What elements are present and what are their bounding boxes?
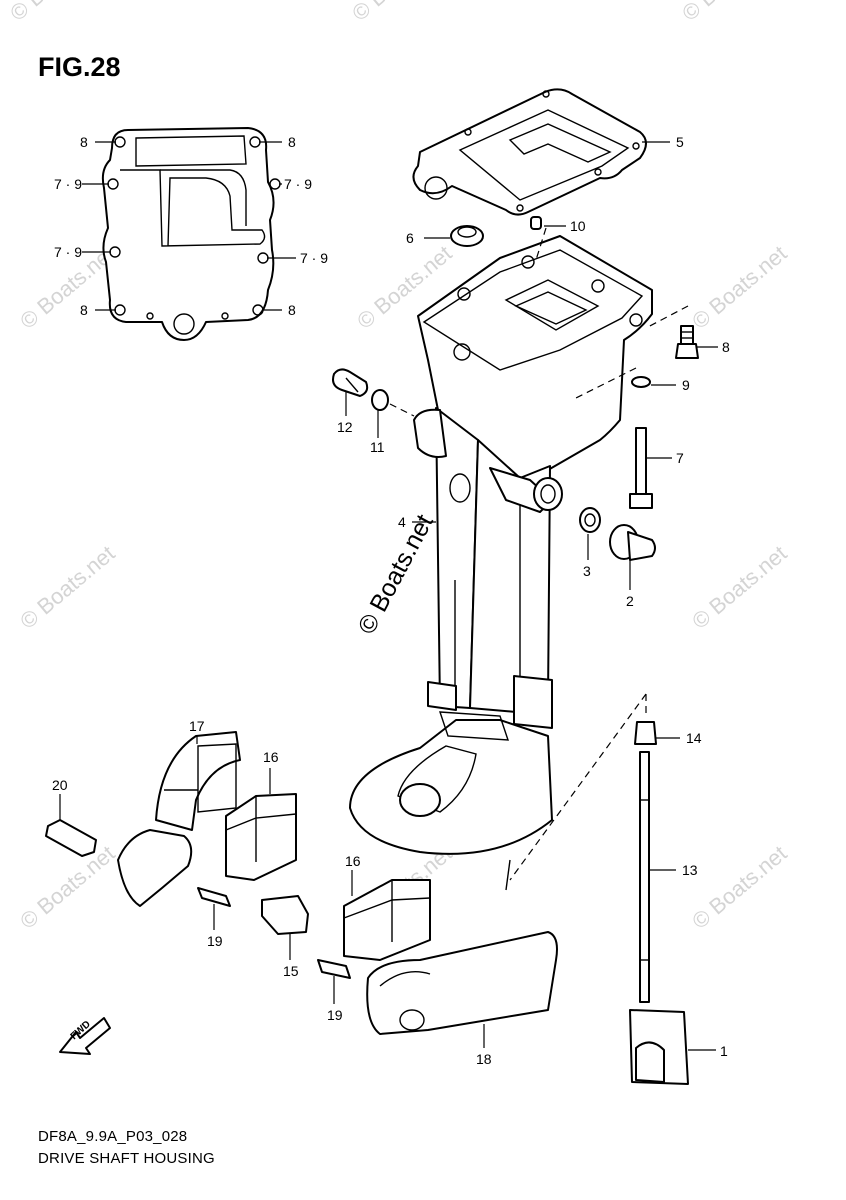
gasket-detail — [101, 127, 281, 341]
callout-14: 14 — [686, 730, 702, 746]
callout-2: 2 — [626, 593, 634, 609]
part-4-drive-shaft-housing — [349, 235, 653, 891]
callout-labels: 8 8 7 · 9 7 · 9 7 · 9 7 · 9 8 8 5 6 10 8… — [52, 134, 730, 1067]
part-2-drain-plug — [609, 524, 656, 561]
part-19-pin-upper — [197, 887, 231, 907]
footer-name: DRIVE SHAFT HOUSING — [38, 1150, 215, 1167]
part-15-spacer — [261, 895, 309, 935]
part-5-gasket — [412, 88, 647, 216]
leader-lines — [59, 141, 718, 1051]
part-18-lower-bracket — [366, 931, 558, 1035]
part-8-bolt — [675, 325, 699, 359]
callout-7-9: 7 · 9 — [300, 250, 328, 266]
part-20-bolt — [45, 819, 97, 857]
callout-8: 8 — [722, 339, 730, 355]
callout-13: 13 — [682, 862, 698, 878]
part-10-dowel-pin — [530, 216, 542, 230]
part-13-rod — [639, 751, 650, 1003]
callout-7-9: 7 · 9 — [54, 176, 82, 192]
part-16-mount-upper — [225, 793, 297, 881]
callout-1: 1 — [720, 1043, 728, 1059]
callout-9: 9 — [682, 377, 690, 393]
part-1-clamp — [629, 1009, 689, 1085]
part-6-nut — [450, 225, 484, 247]
callout-12: 12 — [337, 419, 353, 435]
part-19-pin-lower — [317, 959, 351, 979]
callout-3: 3 — [583, 563, 591, 579]
callout-16: 16 — [263, 749, 279, 765]
fwd-arrow: FWD — [59, 1017, 111, 1055]
callout-8: 8 — [288, 134, 296, 150]
callout-6: 6 — [406, 230, 414, 246]
part-7-long-bolt — [629, 427, 653, 509]
part-16-mount-lower — [343, 879, 431, 961]
callout-20: 20 — [52, 777, 68, 793]
callout-18: 18 — [476, 1051, 492, 1067]
callout-8: 8 — [288, 302, 296, 318]
watermark: © Boats.net — [15, 841, 119, 934]
callout-10: 10 — [570, 218, 586, 234]
callout-11: 11 — [370, 439, 385, 455]
part-17-bracket — [117, 731, 241, 907]
part-9-washer — [631, 376, 651, 388]
callout-16: 16 — [345, 853, 361, 869]
callout-4: 4 — [398, 514, 406, 530]
figure-title: FIG.28 — [38, 52, 121, 82]
callout-19: 19 — [207, 933, 223, 949]
callout-7-9: 7 · 9 — [284, 176, 312, 192]
watermark: © Boats.net — [687, 541, 791, 634]
gasket-leaders — [82, 141, 296, 311]
watermark: © Boats.net — [15, 541, 119, 634]
footer-code: DF8A_9.9A_P03_028 — [38, 1128, 188, 1145]
part-3-gasket — [579, 507, 601, 533]
callout-17: 17 — [189, 718, 205, 734]
watermark: © Boats.net — [687, 241, 791, 334]
part-11-gasket — [371, 389, 389, 411]
watermark: © Boats.net — [677, 0, 781, 26]
callout-7: 7 — [676, 450, 684, 466]
callout-15: 15 — [283, 963, 299, 979]
watermark: © Boats.net — [347, 0, 451, 26]
callout-7-9: 7 · 9 — [54, 244, 82, 260]
part-14-grommet — [634, 721, 657, 745]
callout-8: 8 — [80, 134, 88, 150]
watermark: © Boats.net — [5, 0, 109, 26]
callout-5: 5 — [676, 134, 684, 150]
part-12-plug — [332, 368, 369, 397]
watermark: © Boats.net — [687, 841, 791, 934]
callout-19: 19 — [327, 1007, 343, 1023]
center-watermark: © Boats.net — [353, 510, 439, 639]
callout-8: 8 — [80, 302, 88, 318]
